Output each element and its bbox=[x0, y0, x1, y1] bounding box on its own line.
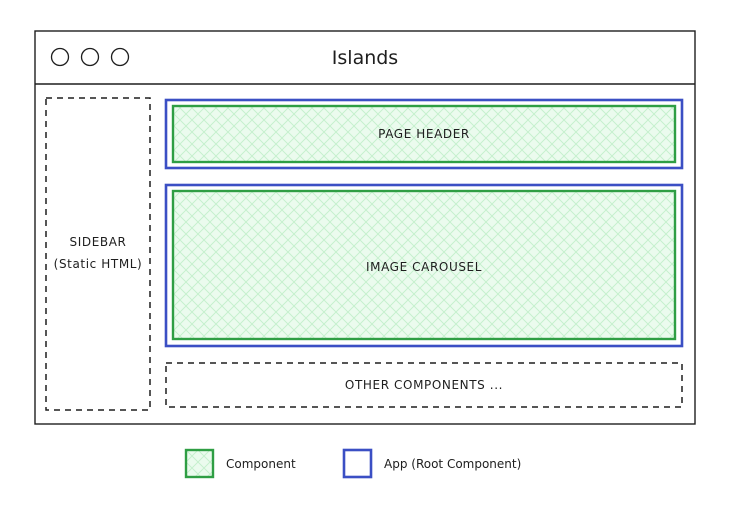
browser-window: Islands bbox=[34, 30, 696, 425]
legend-component-swatch bbox=[184, 448, 215, 479]
legend-component-label: Component bbox=[226, 457, 296, 471]
window-controls bbox=[50, 47, 130, 67]
window-title: Islands bbox=[332, 47, 398, 69]
window-frame bbox=[34, 30, 696, 425]
sidebar-label: SIDEBAR bbox=[70, 235, 127, 249]
window-control-minimize-icon[interactable] bbox=[80, 47, 100, 67]
sidebar-region: SIDEBAR (Static HTML) bbox=[45, 97, 151, 411]
page-header-label: PAGE HEADER bbox=[378, 127, 470, 141]
image-carousel-component-box bbox=[171, 189, 677, 341]
legend-app-swatch bbox=[342, 448, 373, 479]
page-header-component-box bbox=[171, 104, 677, 164]
other-components-label: OTHER COMPONENTS ... bbox=[345, 378, 503, 392]
page-header-app-border bbox=[164, 98, 684, 170]
sidebar-sublabel: (Static HTML) bbox=[54, 257, 143, 271]
other-components-box bbox=[165, 362, 683, 408]
image-carousel-island: IMAGE CAROUSEL bbox=[164, 183, 684, 348]
other-components-region: OTHER COMPONENTS ... bbox=[165, 362, 683, 408]
sidebar-box bbox=[45, 97, 151, 411]
image-carousel-label: IMAGE CAROUSEL bbox=[366, 260, 482, 274]
image-carousel-app-border bbox=[164, 183, 684, 348]
legend-app-label: App (Root Component) bbox=[384, 457, 521, 471]
window-control-maximize-icon[interactable] bbox=[110, 47, 130, 67]
legend: Component App (Root Component) bbox=[184, 448, 521, 479]
window-control-close-icon[interactable] bbox=[50, 47, 70, 67]
page-header-island: PAGE HEADER bbox=[164, 98, 684, 170]
